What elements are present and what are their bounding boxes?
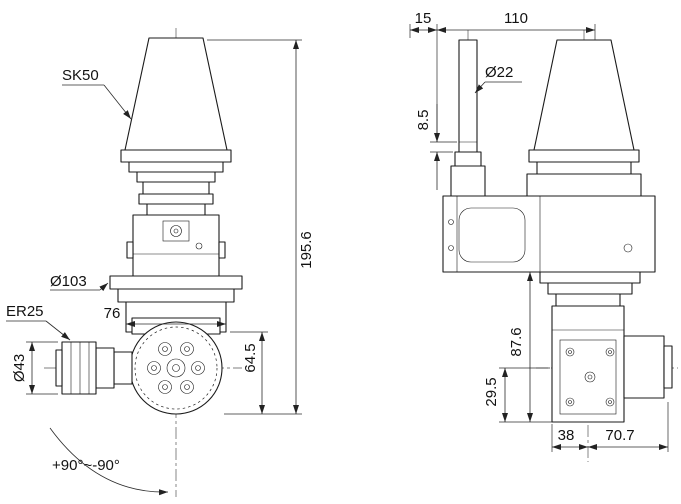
dim195-label: 195.6 — [298, 231, 315, 269]
dim15-label: 15 — [415, 10, 432, 27]
sk50-taper-cone-side — [533, 39, 635, 151]
housing-tab-right — [218, 241, 226, 259]
sk50-label: SK50 — [62, 67, 99, 84]
body-set-screw — [623, 243, 633, 253]
mount-flange-upper — [109, 275, 243, 290]
neck — [555, 293, 621, 307]
sk50-leader — [103, 84, 132, 120]
dia22-leader — [474, 81, 486, 94]
plate-bolt-center — [608, 350, 612, 354]
shaft-collar — [454, 151, 482, 167]
bolt-hole — [147, 361, 161, 375]
bolt-hole-center — [184, 346, 190, 352]
side-flange-ring-1 — [528, 149, 640, 163]
mount-flange-lower — [117, 288, 235, 303]
output-end-cap — [663, 345, 673, 389]
bolt-hole-center — [162, 346, 168, 352]
plate-bolt — [565, 347, 575, 357]
swivel-head-housing — [129, 321, 223, 415]
spindle-collar-ring-2 — [138, 193, 214, 205]
taper-flange-ring-1 — [120, 149, 232, 163]
cover-screw — [448, 219, 454, 225]
housing-tab-left — [126, 241, 134, 259]
plate-center-bore — [584, 371, 596, 383]
er25-collet-nut — [61, 341, 97, 395]
lower-block — [551, 305, 625, 423]
plate-bolt — [605, 397, 615, 407]
output-bore — [166, 358, 186, 378]
collet-nose-cap — [55, 349, 63, 387]
taper-flange-ring-3 — [136, 171, 216, 183]
collet-neck — [113, 351, 133, 385]
side-flange-collar — [526, 173, 642, 197]
dim876-label: 87.6 — [508, 327, 525, 356]
drive-spindle-shaft — [458, 39, 478, 153]
er25-leader — [45, 320, 71, 341]
bolt-hole-center — [195, 365, 201, 371]
dim76-label: 76 — [104, 305, 121, 322]
swivel-label: +90°~-90° — [52, 457, 120, 474]
spindle-collar-ring-1 — [142, 181, 210, 195]
spindle-housing-block — [132, 214, 220, 277]
lower-flange-ring-1 — [539, 271, 641, 284]
output-cylinder-side — [623, 335, 665, 399]
clamp-screw-center — [173, 228, 179, 234]
side-view — [442, 30, 678, 462]
plate-bolt — [605, 347, 615, 357]
bolt-plate — [559, 339, 617, 415]
bolt-hole — [158, 342, 172, 356]
dim110-label: 110 — [504, 10, 528, 27]
housing-screw — [195, 242, 203, 250]
dim85-label: 8.5 — [415, 110, 432, 131]
dim38-label: 38 — [558, 427, 575, 444]
cover-screw — [448, 245, 454, 251]
dim295-label: 29.5 — [483, 377, 500, 406]
spindle-collar-ring-3 — [146, 203, 206, 216]
side-flange-ring-2 — [536, 161, 632, 175]
plate-bolt-center — [568, 400, 572, 404]
bolt-hole-center — [151, 365, 157, 371]
sk50-taper-cone — [124, 37, 228, 151]
clamp-screw — [170, 225, 182, 237]
dia43-label: Ø43 — [11, 354, 28, 382]
shaft-chuck — [450, 165, 486, 197]
plate-center-dot — [587, 374, 593, 380]
dimensions: SK50 Ø103 76 ER25 Ø43 195.6 64.5 +90°~-9… — [6, 10, 669, 496]
plate-bolt — [565, 397, 575, 407]
bolt-hole — [191, 361, 205, 375]
collet-body — [95, 347, 115, 389]
taper-flange-ring-2 — [128, 161, 224, 173]
dia103-label: Ø103 — [50, 273, 87, 290]
bolt-hole-center — [162, 384, 168, 390]
gearbox-cover-plate — [458, 207, 526, 263]
swivel-arc-arrow — [49, 427, 169, 496]
plate-bolt-center — [568, 350, 572, 354]
bolt-hole — [180, 342, 194, 356]
bolt-hole — [158, 380, 172, 394]
front-view — [44, 28, 243, 497]
plate-bolt-center — [608, 400, 612, 404]
bolt-hole-center — [184, 384, 190, 390]
bolt-hole — [180, 380, 194, 394]
lower-flange-ring-2 — [547, 282, 633, 295]
dia103-leader — [99, 282, 109, 292]
dim707-label: 70.7 — [605, 427, 634, 444]
dim64-label: 64.5 — [242, 343, 259, 372]
main-body-side — [442, 195, 656, 273]
dia22-label: Ø22 — [485, 64, 513, 81]
er25-label: ER25 — [6, 303, 44, 320]
clamp-plate — [162, 220, 190, 242]
output-bore-center — [172, 364, 180, 372]
graduation-ring — [134, 326, 218, 410]
